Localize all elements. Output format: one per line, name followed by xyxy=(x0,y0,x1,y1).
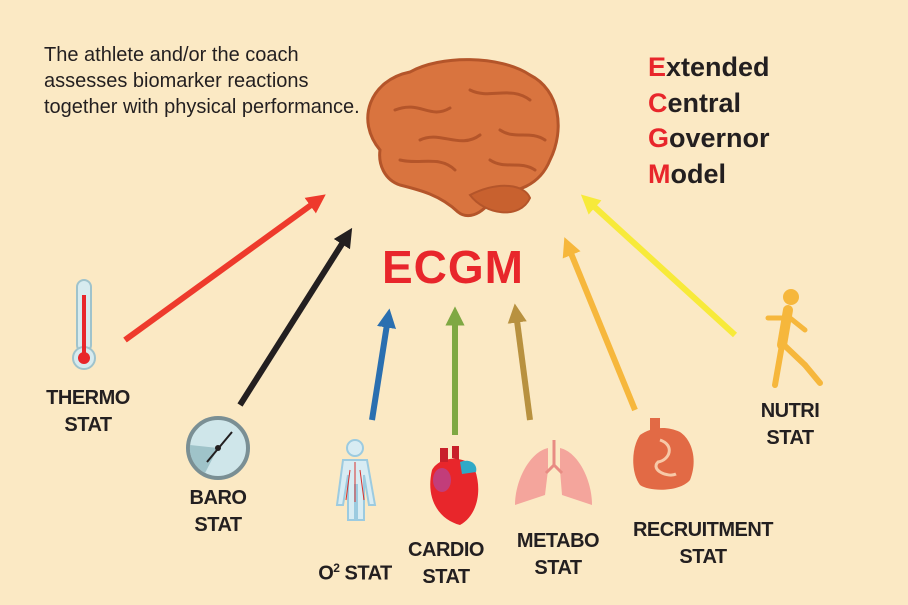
lungs-icon xyxy=(515,440,592,505)
o2-stat-label: O2 STAT xyxy=(318,561,392,585)
ecgm-title: ECGM xyxy=(382,241,524,293)
arrow-nutri xyxy=(580,194,738,338)
arrow-recruitment xyxy=(562,237,638,412)
definition-line: Extended xyxy=(648,52,770,82)
circulatory-body-icon xyxy=(335,439,377,521)
brain-icon xyxy=(366,58,560,218)
arrow-thermo xyxy=(123,194,326,343)
arrow-o2 xyxy=(369,308,396,421)
definition-line: Central xyxy=(648,87,742,118)
definition-line: Governor xyxy=(648,123,770,153)
arrow-baro xyxy=(237,227,353,407)
runner-icon xyxy=(765,289,823,388)
barometer-gauge-icon xyxy=(186,416,250,480)
intro-text: The athlete and/or the coach assesses bi… xyxy=(44,44,360,118)
heart-icon xyxy=(430,446,479,525)
thermometer-icon xyxy=(72,279,96,370)
arrow-metabo xyxy=(507,303,533,421)
ecgm-definition: Extended Central Governor Model xyxy=(648,50,770,192)
definition-line: Model xyxy=(648,158,727,189)
intestines-icon xyxy=(633,418,694,490)
